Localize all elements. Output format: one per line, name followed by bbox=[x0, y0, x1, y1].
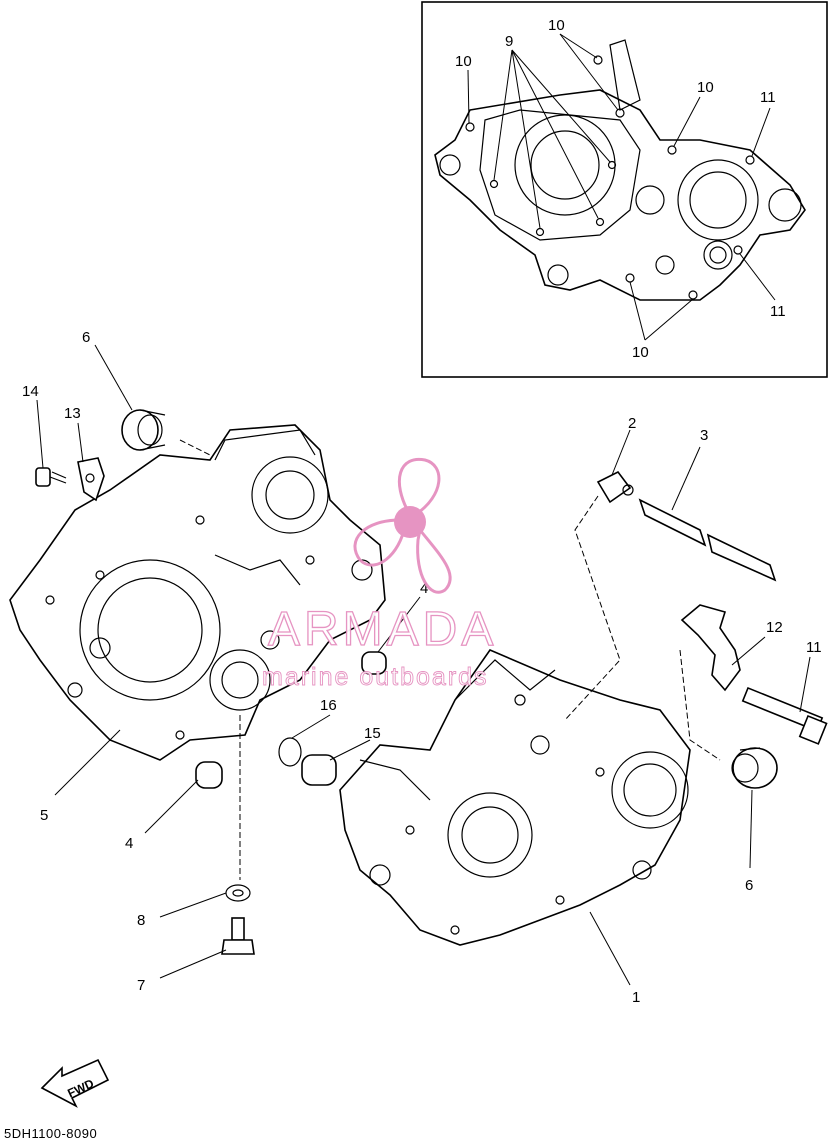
fitting-part-2 bbox=[596, 470, 634, 504]
dowel-pin-part-4-upper bbox=[361, 651, 387, 675]
callout-9: 9 bbox=[505, 33, 513, 50]
hose-part-3 bbox=[638, 498, 777, 582]
callout-3: 3 bbox=[700, 427, 708, 444]
callout-15: 15 bbox=[364, 725, 381, 742]
inset-view: 9 10 10 10 10 11 11 bbox=[421, 1, 828, 378]
callout-11-main: 11 bbox=[806, 639, 822, 656]
bearing-part-6-left bbox=[121, 409, 166, 451]
inset-leader-lines bbox=[467, 33, 776, 341]
callout-2: 2 bbox=[628, 415, 636, 432]
callout-8: 8 bbox=[137, 912, 145, 929]
leader-lines bbox=[36, 344, 811, 986]
right-crankcase-part-1 bbox=[339, 649, 691, 946]
watermark-brand: ARMADA bbox=[268, 603, 497, 656]
callout-6-bottom: 6 bbox=[745, 877, 753, 894]
callout-10-right: 10 bbox=[697, 79, 714, 96]
callout-4-upper: 4 bbox=[420, 580, 428, 597]
fwd-arrow: FWD bbox=[40, 1058, 110, 1108]
callout-16: 16 bbox=[320, 697, 337, 714]
inset-crankcase-half bbox=[434, 39, 806, 301]
callout-13: 13 bbox=[64, 405, 81, 422]
bolt-part-11 bbox=[741, 686, 828, 745]
callout-4-lower: 4 bbox=[125, 835, 133, 852]
callout-10-left: 10 bbox=[455, 53, 472, 70]
callout-6-top: 6 bbox=[82, 329, 90, 346]
left-crankcase-part-5 bbox=[9, 424, 386, 761]
bracket-part-12 bbox=[680, 604, 741, 692]
propeller-logo-icon bbox=[353, 457, 452, 594]
dowel-pin-part-4-lower bbox=[195, 761, 223, 789]
armada-watermark: ARMADA marine outboards bbox=[262, 457, 497, 691]
bolt-part-14 bbox=[35, 467, 67, 487]
drain-bolt-part-7 bbox=[221, 917, 255, 955]
callout-1: 1 bbox=[632, 989, 640, 1006]
callout-11-bottom: 11 bbox=[770, 303, 786, 320]
callout-10-top: 10 bbox=[548, 17, 565, 34]
callout-7: 7 bbox=[137, 977, 145, 994]
callout-12: 12 bbox=[766, 619, 783, 636]
bearing-part-6-right bbox=[731, 747, 778, 789]
callout-10-bottom: 10 bbox=[632, 344, 649, 361]
callout-11-top: 11 bbox=[760, 89, 776, 106]
clamp-part-13 bbox=[77, 457, 105, 502]
oring-part-16 bbox=[278, 737, 302, 767]
part-code: 5DH1100-8090 bbox=[4, 1126, 97, 1141]
callout-14: 14 bbox=[22, 383, 39, 400]
callout-5: 5 bbox=[40, 807, 48, 824]
watermark-tagline: marine outboards bbox=[262, 663, 489, 691]
collar-part-15 bbox=[301, 754, 337, 786]
washer-part-8 bbox=[225, 884, 251, 902]
